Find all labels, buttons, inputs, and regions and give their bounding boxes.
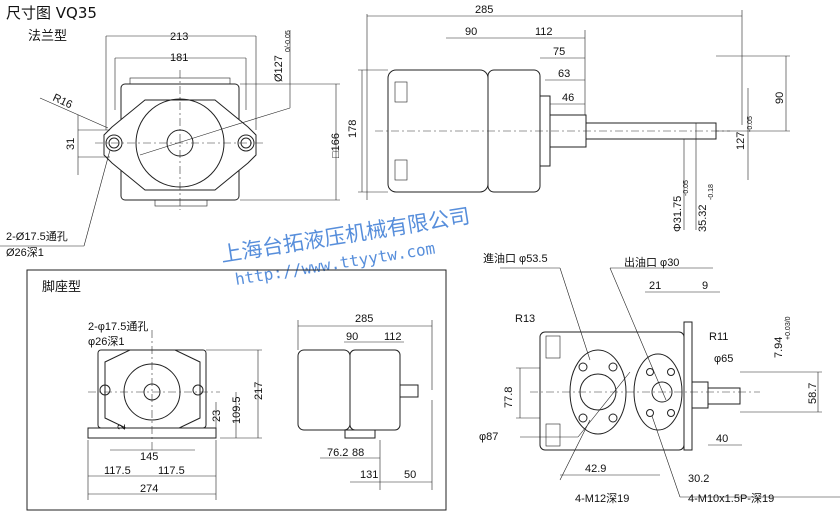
dim-shaft-dia: Φ31.75 bbox=[672, 196, 684, 232]
dim-46: 46 bbox=[562, 92, 574, 104]
dim-75: 75 bbox=[553, 46, 565, 58]
foot-dim-88: 88 bbox=[352, 447, 364, 459]
foot-dim-131: 131 bbox=[360, 469, 378, 481]
hole-note: 2-Ø17.5通孔 bbox=[6, 230, 68, 243]
dim-112: 112 bbox=[535, 26, 553, 38]
dim-key-tol: -0.18 bbox=[708, 184, 715, 200]
dim-181: 181 bbox=[170, 52, 188, 64]
dim-77-8: 77.8 bbox=[503, 387, 515, 408]
dim-21: 21 bbox=[649, 280, 661, 292]
dim-63: 63 bbox=[558, 68, 570, 80]
outlet-port-label: 出油口 φ30 bbox=[624, 255, 679, 269]
foot-dim-90: 90 bbox=[346, 331, 358, 343]
foot-front-view bbox=[87, 330, 262, 500]
foot-dim-112: 112 bbox=[384, 331, 402, 343]
flange-side-view bbox=[358, 10, 790, 230]
dim-9: 9 bbox=[702, 280, 708, 292]
dim-145: 145 bbox=[140, 451, 158, 463]
foot-mount-frame bbox=[26, 269, 447, 511]
dim-109-5: 109.5 bbox=[231, 396, 243, 424]
foot-dim-50: 50 bbox=[404, 469, 416, 481]
dim-7-94-tol: +0.03/0 bbox=[785, 316, 792, 340]
dim-shaft-tol: -0.05 bbox=[683, 180, 690, 196]
drawing-title: 尺寸图 VQ35 bbox=[6, 4, 97, 22]
dim-31: 31 bbox=[65, 138, 77, 150]
foot-title: 脚座型 bbox=[42, 279, 81, 295]
dim-height-90: 90 bbox=[774, 92, 786, 104]
dim-pilot-tol: -0.05 bbox=[747, 116, 754, 132]
dim-274: 274 bbox=[140, 483, 158, 495]
dim-pilot-127: 127 bbox=[735, 132, 747, 150]
foot-hole-note: 2-φ17.5通孔 bbox=[88, 320, 148, 333]
dim-phi65: φ65 bbox=[714, 353, 733, 365]
dim-r13: R13 bbox=[515, 313, 535, 325]
outlet-thread-note: 4-M10x1.5P-深19 bbox=[688, 492, 774, 505]
foot-counterbore-note: φ26深1 bbox=[88, 335, 125, 348]
dim-213: 213 bbox=[170, 31, 188, 43]
foot-side-view bbox=[297, 320, 433, 490]
counterbore-note: Ø26深1 bbox=[6, 246, 44, 259]
dim-7-94: 7.94 bbox=[773, 337, 785, 358]
foot-dim-76-2: 76.2 bbox=[327, 447, 348, 459]
dim-90: 90 bbox=[465, 26, 477, 38]
dim-166: □166 bbox=[330, 133, 342, 158]
foot-dim-285: 285 bbox=[355, 313, 373, 325]
dim-23: 23 bbox=[211, 410, 223, 422]
dim-117-5-right: 117.5 bbox=[158, 465, 185, 477]
inlet-thread-note: 4-M12深19 bbox=[575, 492, 629, 505]
dim-117-5-left: 117.5 bbox=[104, 465, 131, 477]
dim-key-35-32: 35.32 bbox=[697, 204, 709, 232]
dim-dia-127: Ø127 bbox=[273, 55, 285, 82]
flange-front-view bbox=[0, 30, 340, 247]
dim-phi87: φ87 bbox=[479, 431, 498, 443]
dim-217: 217 bbox=[253, 382, 265, 400]
dim-r16: R16 bbox=[51, 92, 74, 111]
dim-285: 285 bbox=[475, 4, 493, 16]
dim-30-2: 30.2 bbox=[688, 473, 709, 485]
dim-r11: R11 bbox=[709, 331, 728, 343]
dim-40: 40 bbox=[716, 433, 728, 445]
dim-dia-127-tol: 0/-0.05 bbox=[285, 30, 292, 52]
dim-42-9: 42.9 bbox=[585, 463, 606, 475]
dim-58-7: 58.7 bbox=[807, 383, 819, 404]
port-view bbox=[500, 267, 840, 498]
inlet-port-label: 進油口 φ53.5 bbox=[483, 251, 548, 265]
dim-178: 178 bbox=[347, 120, 359, 138]
dim-2: 2 bbox=[116, 424, 128, 430]
drawing-subtitle: 法兰型 bbox=[28, 29, 67, 44]
